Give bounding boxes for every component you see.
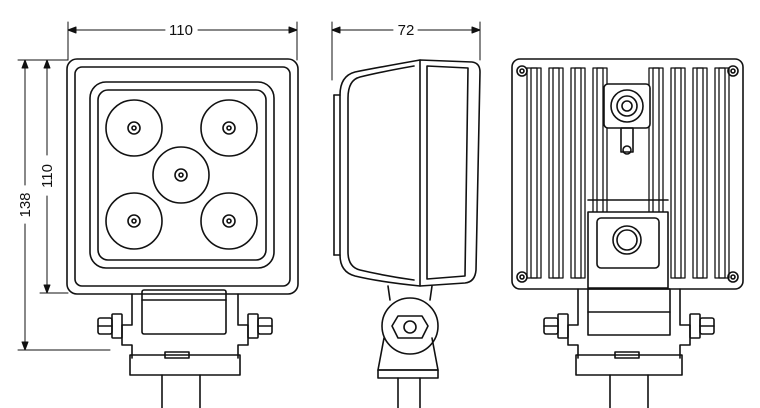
- led-bottom-left: [105, 192, 163, 250]
- led-top-right: [200, 99, 258, 157]
- dim-label-front-width: 110: [169, 22, 193, 39]
- dimension-lamp-height: 110: [39, 59, 69, 294]
- front-bracket: [97, 289, 273, 408]
- rear-mount-plate: [587, 199, 669, 289]
- led-bottom-right: [200, 192, 258, 250]
- rear-view: [511, 58, 744, 408]
- dimension-total-height: 138: [17, 59, 111, 351]
- led-center: [152, 146, 210, 204]
- front-view: [66, 58, 299, 408]
- rear-cooling-fins: [526, 67, 730, 279]
- front-housing: [66, 58, 299, 295]
- dimension-front-width: 110: [67, 21, 298, 61]
- rear-bracket: [543, 288, 715, 408]
- dim-label-side-depth: 72: [398, 22, 415, 39]
- side-bezel: [339, 59, 421, 287]
- led-top-left: [105, 99, 163, 157]
- dimension-side-depth: 72: [331, 21, 481, 81]
- front-lens: [89, 81, 275, 269]
- dim-label-lamp-height: 110: [39, 164, 56, 188]
- side-housing: [419, 59, 481, 287]
- side-bracket: [377, 285, 439, 408]
- dim-label-total-height: 138: [17, 192, 34, 217]
- rear-cable-gland: [603, 83, 651, 155]
- side-view: [333, 59, 481, 408]
